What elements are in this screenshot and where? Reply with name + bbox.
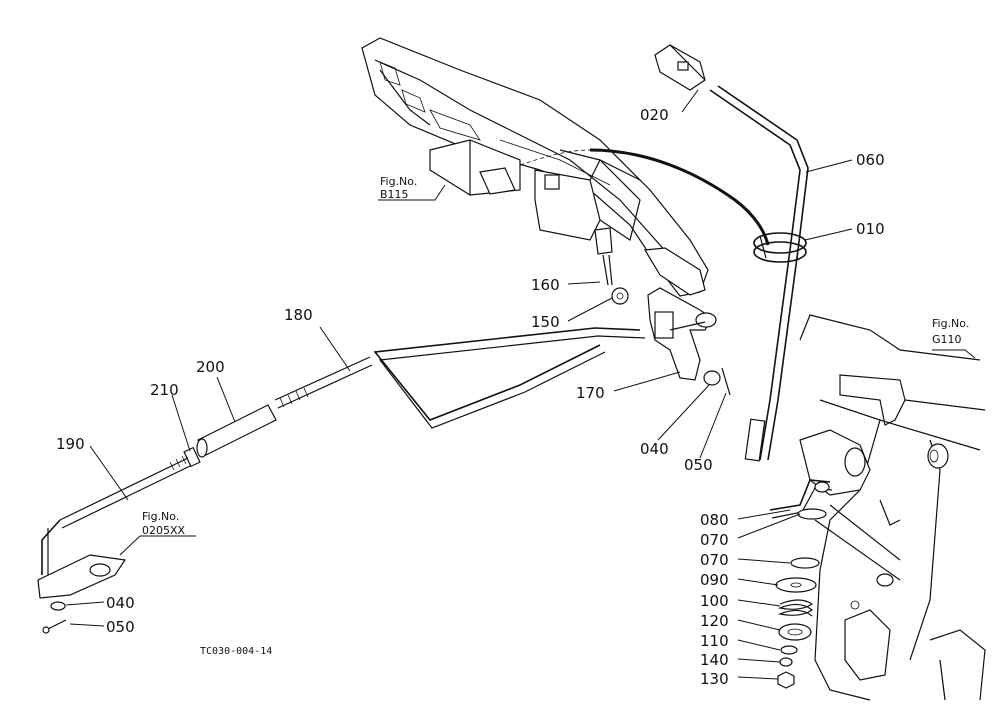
part-label-040: 040 [640,440,669,458]
part-label-210: 210 [150,381,179,399]
part-labels: 020 060 010 160 150 180 200 210 170 040 … [56,106,885,688]
figure-ref-caption: Fig.No. [142,510,179,523]
figure-ref-g110: Fig.No. G110 [932,317,969,346]
control-rod-assembly [37,327,646,634]
figure-ref-caption: Fig.No. [932,317,969,330]
part-label-070-lower: 070 [700,551,729,569]
part-label-070: 070 [700,531,729,549]
part-label-080: 080 [700,511,729,529]
part-label-020: 020 [640,106,669,124]
part-label-010: 010 [856,220,885,238]
throttle-lever [654,44,809,462]
part-label-050-lower: 050 [106,618,135,636]
part-label-130: 130 [700,670,729,688]
part-label-040-lower: 040 [106,594,135,612]
part-label-150: 150 [531,313,560,331]
bell-crank [602,254,731,396]
part-label-100: 100 [700,592,729,610]
throttle-cable [589,148,770,246]
drawing-number: TC030-004-14 [200,646,272,657]
dashboard-panel [361,37,709,297]
part-label-060: 060 [856,151,885,169]
leader-lines [65,89,976,680]
part-label-140: 140 [700,651,729,669]
part-label-180: 180 [284,306,313,324]
governor-spring-stack [775,508,827,689]
figure-ref-number: G110 [932,333,962,346]
figure-ref-number: 0205XX [142,524,186,537]
engine-frame [769,314,986,701]
figure-ref-caption: Fig.No. [380,175,417,188]
part-label-120: 120 [700,612,729,630]
cable-hidden-run [519,149,591,166]
part-label-200: 200 [196,358,225,376]
part-label-050: 050 [684,456,713,474]
figure-ref-0205xx: Fig.No. 0205XX [142,510,186,537]
part-label-190: 190 [56,435,85,453]
figure-ref-number: B115 [380,188,409,201]
lever-clip [753,232,807,263]
figure-ref-b115: Fig.No. B115 [380,175,417,201]
part-label-110: 110 [700,632,729,650]
part-label-160: 160 [531,276,560,294]
part-label-170: 170 [576,384,605,402]
part-label-090: 090 [700,571,729,589]
